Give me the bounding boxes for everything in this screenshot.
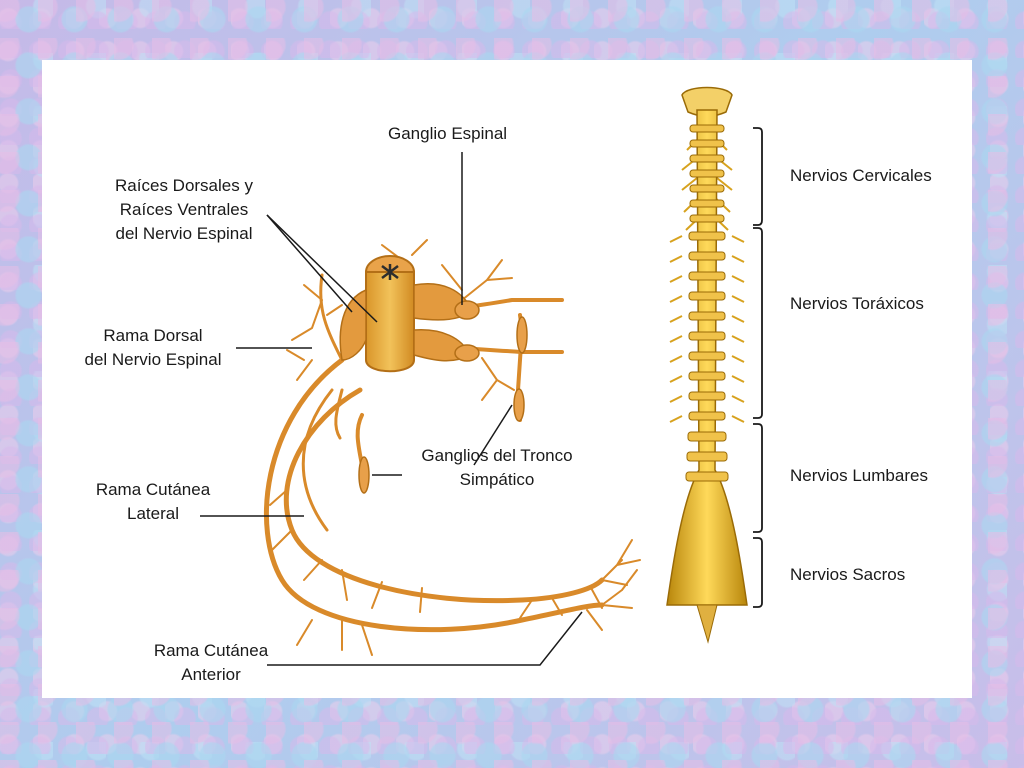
label-rama-cutanea-lateral: Rama Cutánea Lateral [95,480,211,523]
spinal-cord-segment [339,255,480,373]
spinal-nerve-group [264,239,641,656]
brace-sacral [753,537,763,608]
spinal-nerve-illustration [200,86,763,666]
brace-thoracic [753,227,763,419]
label-nervios-sacros: Nervios Sacros [790,565,906,584]
region-braces [753,127,763,608]
diagram-panel: Ganglio Espinal Raíces Dorsales y Raíces… [42,60,972,698]
label-rama-cutanea-anterior: Rama Cutánea Anterior [153,641,269,684]
brace-cervical [753,127,763,226]
label-nervios-lumbares: Nervios Lumbares [790,466,928,485]
brace-lumbar [753,423,763,533]
label-nervios-toraxicos: Nervios Toráxicos [790,294,924,313]
spinal-column [666,86,748,644]
leader-lines-left [200,152,583,666]
label-nervios-cervicales: Nervios Cervicales [790,166,932,185]
label-raices: Raíces Dorsales y Raíces Ventrales del N… [115,176,253,243]
label-ganglio-espinal: Ganglio Espinal [388,124,508,143]
label-rama-dorsal: Rama Dorsal del Nervio Espinal [84,326,222,369]
label-ganglios-tronco: Ganglios del Tronco Simpático [421,446,573,489]
sympathetic-ganglia [358,316,528,494]
